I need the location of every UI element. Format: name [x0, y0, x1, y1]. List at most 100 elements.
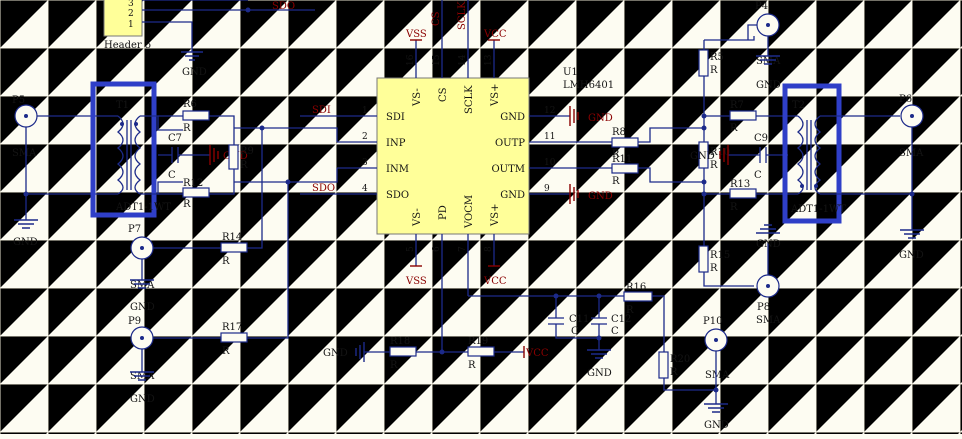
pin-inm-name: INM [386, 164, 409, 175]
pin-outm-name: OUTM [491, 164, 525, 175]
r18-resistor[interactable] [389, 346, 417, 357]
u1-input-wires [262, 127, 338, 183]
svg-text:VSS: VSS [405, 29, 427, 40]
svg-text:GND: GND [13, 237, 38, 248]
c9-capacitor[interactable] [758, 145, 768, 165]
gnd-p10: GND [704, 403, 729, 431]
pin-inp-name: INP [386, 138, 406, 149]
pin-vsm-bot-name: VS- [412, 208, 423, 227]
c7-capacitor[interactable] [170, 145, 180, 165]
r9-resistor[interactable] [228, 144, 239, 170]
p4-wire [704, 36, 755, 41]
r7-type: R [730, 123, 738, 134]
p5-ref: P5 [12, 95, 25, 106]
cap-gnd-junction [596, 335, 602, 341]
p6-sma-connector[interactable] [900, 104, 924, 128]
p5-sma-connector[interactable] [14, 104, 38, 128]
p6-junction [909, 191, 915, 197]
u1-right-pins [529, 115, 570, 195]
r20-resistor[interactable] [658, 351, 669, 379]
gnd-c9: GND [690, 145, 729, 165]
p4-sma-connector[interactable] [756, 13, 780, 37]
r13-resistor[interactable] [729, 188, 757, 199]
r6-resistor[interactable] [182, 110, 210, 121]
svg-text:VCC: VCC [483, 29, 507, 40]
c9-ref: C9 [754, 133, 768, 144]
p10-sma-connector[interactable] [704, 328, 728, 352]
r11-type: R [612, 176, 620, 187]
p5-wires [25, 115, 100, 220]
pin-4-num: 4 [362, 184, 368, 194]
t1-transformer [100, 115, 142, 195]
r14-ref: R14 [222, 232, 242, 243]
p6-type: SMA [899, 148, 924, 159]
pin-cs-name: CS [438, 87, 449, 102]
vcc-bottom-power: VCC [483, 265, 507, 287]
vocm-wires [468, 295, 716, 391]
pin-9-num: 9 [544, 184, 550, 194]
vocm-junction-2 [596, 293, 602, 299]
u1-ref: U1 [563, 67, 578, 78]
pin-vsm-top-name: VS- [412, 88, 423, 107]
r14-resistor[interactable] [220, 242, 248, 253]
c9-type: C [754, 170, 762, 181]
pin-sdo-name: SDO [386, 190, 409, 201]
r14-type: R [222, 256, 230, 267]
r11-resistor[interactable] [611, 163, 639, 174]
svg-text:GND: GND [690, 151, 715, 162]
c12-ref: C12 [611, 314, 631, 325]
r10-resistor[interactable] [698, 141, 709, 169]
header-5[interactable]: 3 2 1 Header 5 [103, 0, 151, 51]
c7-plates [171, 147, 179, 163]
r19-resistor[interactable] [467, 346, 495, 357]
u1-lmh6401[interactable] [376, 77, 530, 235]
header-junction [245, 7, 251, 13]
p4-type: SMA [756, 56, 781, 67]
r17-resistor[interactable] [220, 332, 248, 343]
svg-text:GND: GND [182, 67, 207, 78]
r12-resistor[interactable] [182, 187, 210, 198]
pin-15-num: 15 [432, 54, 442, 66]
t2-ref: T2 [792, 100, 805, 111]
pin-2-num: 2 [362, 132, 368, 142]
p7-type: SMA [130, 280, 155, 291]
t2-highlight-box[interactable] [782, 83, 842, 224]
u1-part: LMH6401 [563, 80, 614, 91]
r15-type: R [710, 263, 718, 274]
t1-part: ADT1-1WT [115, 202, 171, 213]
p7-r14-wires [141, 128, 263, 280]
r12-ref: R12 [183, 178, 203, 189]
r15-resistor[interactable] [698, 245, 709, 273]
t1-highlight-box[interactable] [90, 81, 157, 218]
t2-transformer [788, 115, 822, 195]
svg-text:VCC: VCC [525, 348, 549, 359]
c9-wires [728, 147, 788, 163]
c12-type: C [611, 326, 619, 337]
r8-type: R [612, 149, 620, 160]
vss-bottom-power: VSS [405, 265, 427, 287]
r6-ref: R6 [183, 99, 197, 110]
r5-resistor[interactable] [698, 49, 709, 77]
r17-ref: R17 [222, 322, 242, 333]
r16-resistor[interactable] [623, 291, 653, 302]
r15-ref: R15 [710, 250, 730, 261]
p7-sma-connector[interactable] [130, 236, 154, 260]
r7-resistor[interactable] [729, 110, 757, 121]
pin-12-num: 12 [544, 106, 555, 116]
c12-capacitor[interactable] [591, 314, 607, 328]
pin-vsp-top-name: VS+ [490, 84, 501, 107]
gnd-header: GND [181, 51, 207, 78]
r9-type: R [240, 160, 248, 171]
p8-ref: P8 [757, 302, 770, 313]
net-sdo-label: SDO [312, 183, 335, 194]
r8-resistor[interactable] [611, 137, 639, 148]
p9-sma-connector[interactable] [130, 326, 154, 350]
c11-capacitor[interactable] [548, 314, 564, 328]
p8-sma-connector[interactable] [756, 274, 780, 298]
r7-r13-wires [704, 115, 788, 195]
vss-top-power: VSS [405, 29, 427, 41]
c7-type: C [168, 170, 176, 181]
c11-type: C [571, 326, 579, 337]
r5-ref: R5 [710, 52, 724, 63]
r11-ref: R11 [612, 154, 632, 165]
